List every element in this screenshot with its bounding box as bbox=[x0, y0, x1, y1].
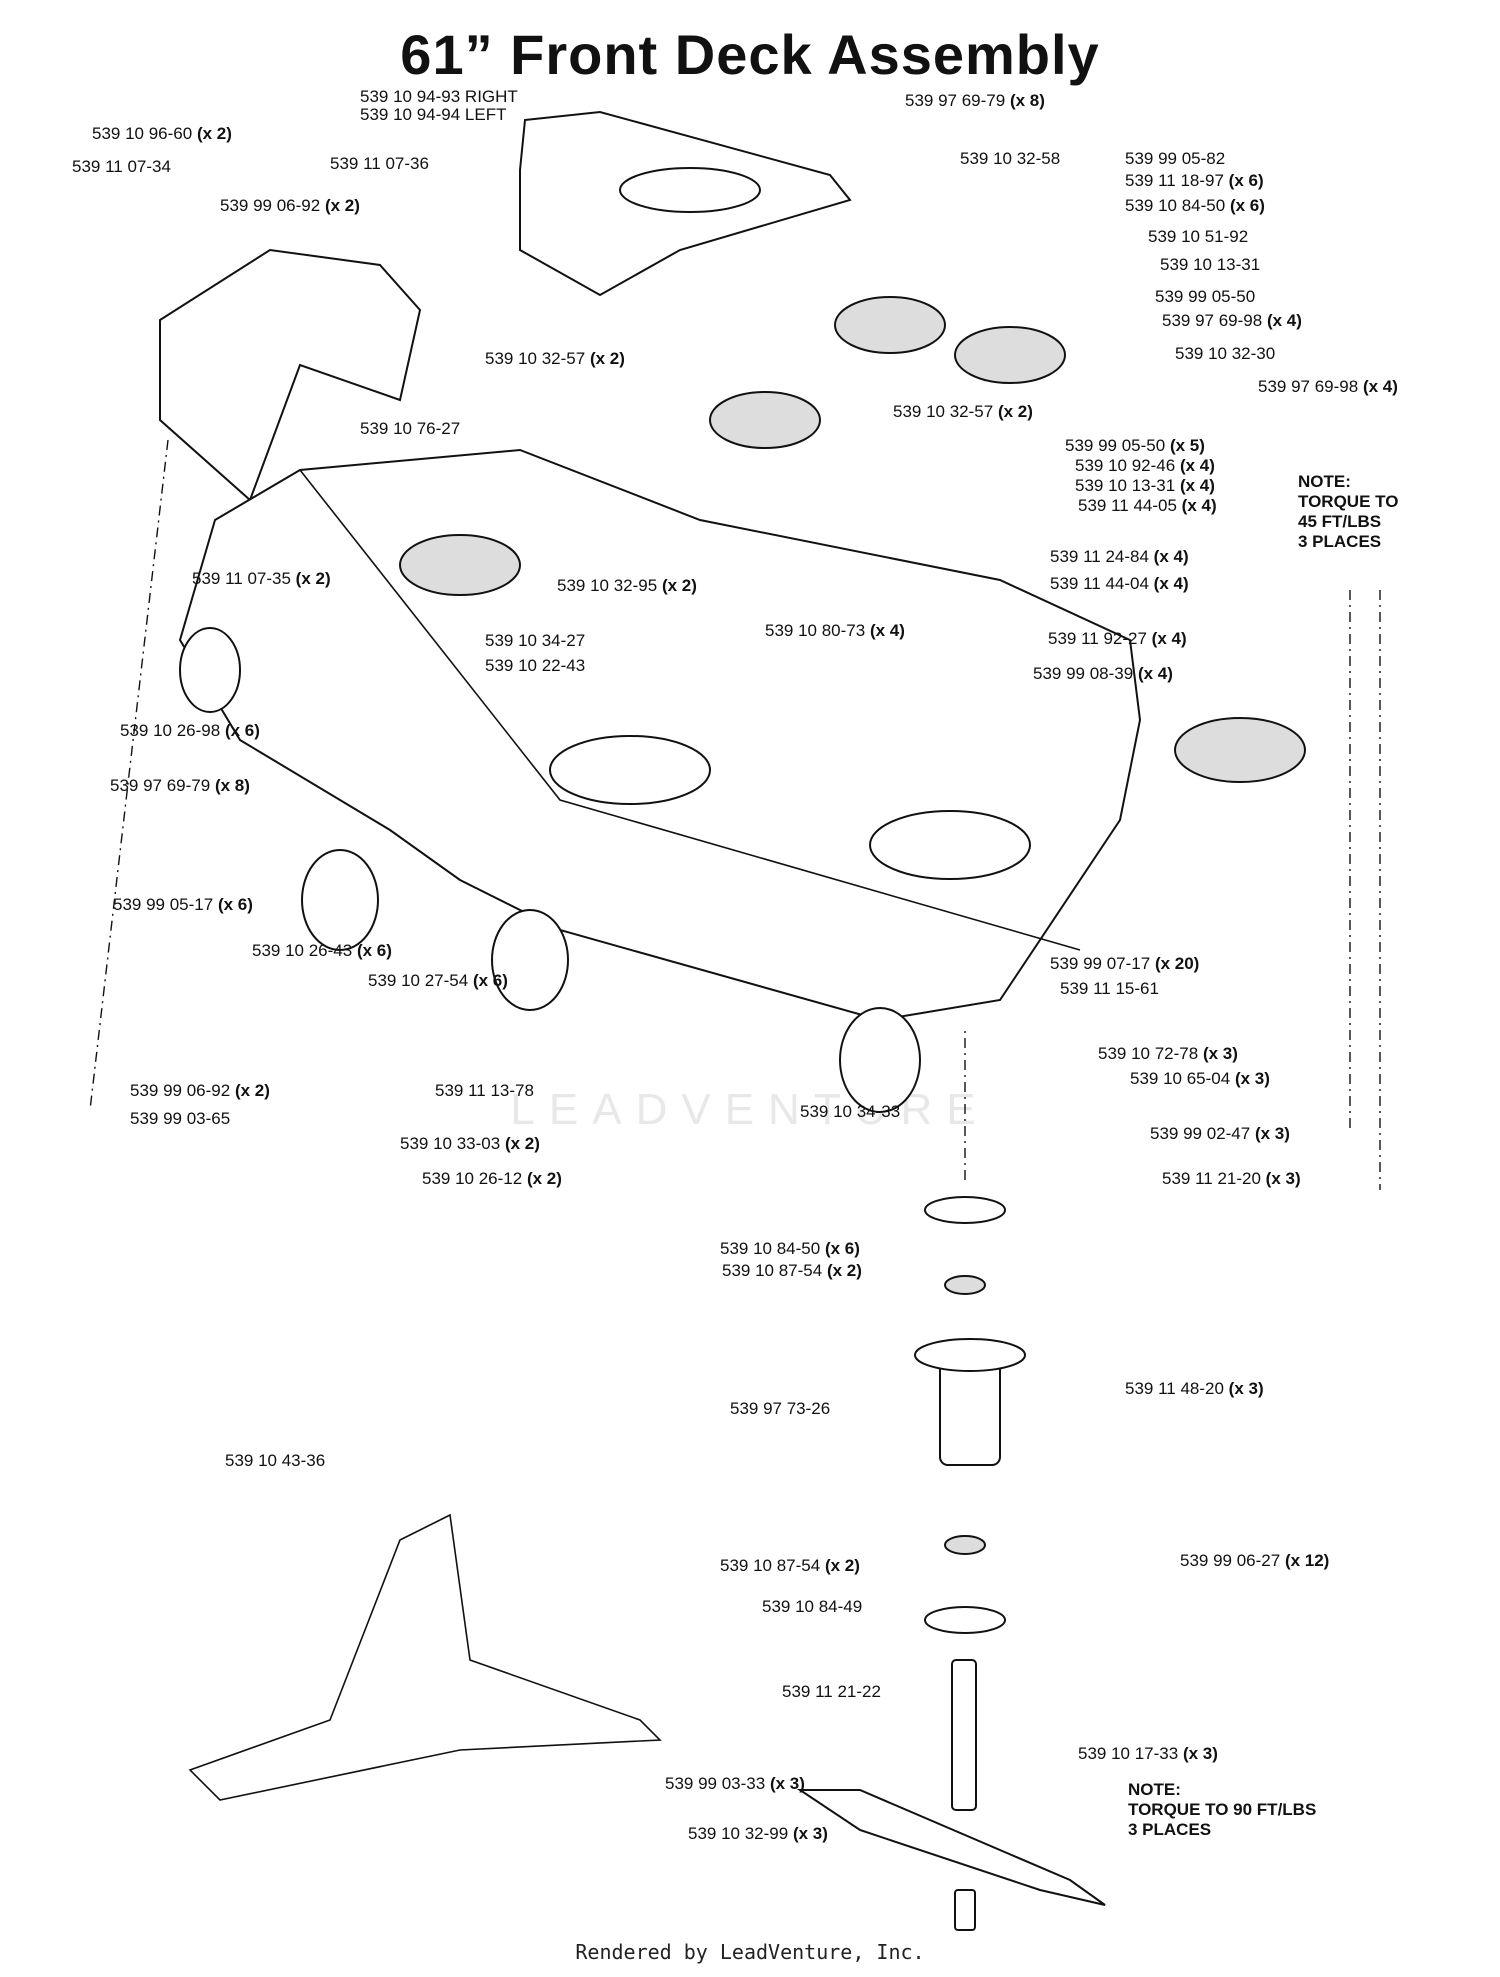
label-539-10-26-98: 539 10 26-98 (x 6) bbox=[120, 721, 260, 740]
deck-spindle-hole-right bbox=[869, 810, 1031, 880]
gauge-wheel-left bbox=[179, 627, 241, 713]
label-539-10-65-04: 539 10 65-04 (x 3) bbox=[1130, 1069, 1270, 1088]
note-torque-45: NOTE: TORQUE TO 45 FT/LBS 3 PLACES bbox=[1298, 472, 1399, 551]
spindle-bearing-upper bbox=[944, 1275, 986, 1295]
blade-bolt bbox=[954, 1889, 976, 1931]
label-539-10-87-54-lower: 539 10 87-54 (x 2) bbox=[720, 1556, 860, 1575]
label-539-10-84-49: 539 10 84-49 bbox=[762, 1597, 863, 1616]
label-539-11-15-61: 539 11 15-61 bbox=[1060, 979, 1159, 998]
deck-spindle-hole-left bbox=[549, 735, 711, 805]
baffle-cover-hole bbox=[619, 167, 761, 213]
spindle-shaft bbox=[951, 1659, 977, 1811]
label-539-11-18-97: 539 11 18-97 (x 6) bbox=[1125, 171, 1264, 190]
gauge-wheel-front-left bbox=[301, 849, 379, 951]
label-539-10-34-27: 539 10 34-27 bbox=[485, 631, 586, 650]
label-539-10-27-54: 539 10 27-54 (x 6) bbox=[368, 971, 508, 990]
label-539-99-08-39: 539 99 08-39 (x 4) bbox=[1033, 664, 1173, 683]
spindle-housing-flange bbox=[914, 1338, 1026, 1372]
label-539-10-84-50-top: 539 10 84-50 (x 6) bbox=[1125, 196, 1265, 215]
label-539-10-32-57-right: 539 10 32-57 (x 2) bbox=[893, 402, 1033, 421]
label-539-11-44-05: 539 11 44-05 (x 4) bbox=[1078, 496, 1217, 515]
label-539-10-32-30: 539 10 32-30 bbox=[1175, 344, 1276, 363]
label-539-99-06-92-top: 539 99 06-92 (x 2) bbox=[220, 196, 360, 215]
label-539-99-05-50-x5: 539 99 05-50 (x 5) bbox=[1065, 436, 1205, 455]
deck-top-edge bbox=[299, 469, 1081, 951]
label-539-10-80-73: 539 10 80-73 (x 4) bbox=[765, 621, 905, 640]
label-539-10-22-43: 539 10 22-43 bbox=[485, 656, 586, 675]
mower-deck-shell bbox=[178, 448, 1142, 1022]
label-539-10-17-33: 539 10 17-33 (x 3) bbox=[1078, 1744, 1218, 1763]
label-539-10-94-93: 539 10 94-93 RIGHT bbox=[360, 87, 518, 106]
label-539-99-07-17: 539 99 07-17 (x 20) bbox=[1050, 954, 1200, 973]
label-539-97-69-79-top: 539 97 69-79 (x 8) bbox=[905, 91, 1045, 110]
label-539-99-05-82: 539 99 05-82 bbox=[1125, 149, 1226, 168]
label-539-11-24-84: 539 11 24-84 (x 4) bbox=[1050, 547, 1189, 566]
label-539-99-03-33: 539 99 03-33 (x 3) bbox=[665, 1774, 805, 1793]
label-539-10-51-92: 539 10 51-92 bbox=[1148, 227, 1249, 246]
gauge-wheel-front-right bbox=[839, 1007, 921, 1113]
spindle-pulley-right bbox=[1174, 717, 1306, 783]
label-539-10-33-03: 539 10 33-03 (x 2) bbox=[400, 1134, 540, 1153]
drive-belt bbox=[188, 1513, 662, 1801]
label-539-10-26-43: 539 10 26-43 (x 6) bbox=[252, 941, 392, 960]
label-539-11-48-20: 539 11 48-20 (x 3) bbox=[1125, 1379, 1264, 1398]
label-539-99-05-17: 539 99 05-17 (x 6) bbox=[113, 895, 253, 914]
label-539-10-13-31-top: 539 10 13-31 bbox=[1160, 255, 1261, 274]
gauge-wheel-front-center bbox=[491, 909, 569, 1011]
diagram-title: 61” Front Deck Assembly bbox=[400, 23, 1100, 86]
label-539-10-32-57-left: 539 10 32-57 (x 2) bbox=[485, 349, 625, 368]
label-539-10-94-94: 539 10 94-94 LEFT bbox=[360, 105, 507, 124]
label-539-99-03-65: 539 99 03-65 bbox=[130, 1109, 231, 1128]
label-539-10-43-36: 539 10 43-36 bbox=[225, 1451, 326, 1470]
idler-pulley-left bbox=[399, 534, 521, 596]
label-539-11-21-20: 539 11 21-20 (x 3) bbox=[1162, 1169, 1301, 1188]
mower-blade bbox=[796, 1789, 1106, 1906]
label-539-11-21-22: 539 11 21-22 bbox=[782, 1682, 881, 1701]
label-539-11-44-04: 539 11 44-04 (x 4) bbox=[1050, 574, 1189, 593]
leader-line-discharge-rod bbox=[89, 439, 169, 1111]
label-539-97-69-98-right: 539 97 69-98 (x 4) bbox=[1258, 377, 1398, 396]
spindle-bearing-lower bbox=[944, 1535, 986, 1555]
spindle-bottom-washer bbox=[924, 1606, 1006, 1634]
label-539-10-32-95: 539 10 32-95 (x 2) bbox=[557, 576, 697, 595]
label-539-99-06-27: 539 99 06-27 (x 12) bbox=[1180, 1551, 1330, 1570]
label-539-11-92-27: 539 11 92-27 (x 4) bbox=[1048, 629, 1187, 648]
idler-pulley-top-right bbox=[954, 326, 1066, 384]
label-539-10-72-78: 539 10 72-78 (x 3) bbox=[1098, 1044, 1238, 1063]
footer-credit: Rendered by LeadVenture, Inc. bbox=[575, 1940, 925, 1964]
label-539-97-69-79-left: 539 97 69-79 (x 8) bbox=[110, 776, 250, 795]
label-539-10-76-27: 539 10 76-27 bbox=[360, 419, 461, 438]
label-539-10-87-54-upper: 539 10 87-54 (x 2) bbox=[722, 1261, 862, 1280]
label-539-97-69-98-upper: 539 97 69-98 (x 4) bbox=[1162, 311, 1302, 330]
label-539-10-26-12: 539 10 26-12 (x 2) bbox=[422, 1169, 562, 1188]
label-539-10-32-99: 539 10 32-99 (x 3) bbox=[688, 1824, 828, 1843]
note-torque-90: NOTE: TORQUE TO 90 FT/LBS 3 PLACES bbox=[1128, 1780, 1317, 1839]
label-539-10-13-31-x4: 539 10 13-31 (x 4) bbox=[1075, 476, 1215, 495]
label-539-11-07-36: 539 11 07-36 bbox=[330, 154, 429, 173]
label-539-10-84-50-spindle: 539 10 84-50 (x 6) bbox=[720, 1239, 860, 1258]
label-539-10-96-60: 539 10 96-60 (x 2) bbox=[92, 124, 232, 143]
label-539-99-06-92-bottom: 539 99 06-92 (x 2) bbox=[130, 1081, 270, 1100]
label-539-11-13-78: 539 11 13-78 bbox=[435, 1081, 534, 1100]
label-539-11-07-34: 539 11 07-34 bbox=[72, 157, 171, 176]
label-539-10-92-46: 539 10 92-46 (x 4) bbox=[1075, 456, 1215, 475]
label-539-99-02-47: 539 99 02-47 (x 3) bbox=[1150, 1124, 1290, 1143]
label-539-97-73-26: 539 97 73-26 bbox=[730, 1399, 831, 1418]
idler-pulley-top-left bbox=[834, 296, 946, 354]
label-539-10-32-58: 539 10 32-58 bbox=[960, 149, 1061, 168]
idler-pulley-center bbox=[709, 391, 821, 449]
label-539-99-05-50-top: 539 99 05-50 bbox=[1155, 287, 1256, 306]
discharge-chute bbox=[159, 248, 422, 502]
spindle-top-washer bbox=[924, 1196, 1006, 1224]
label-539-11-07-35: 539 11 07-35 (x 2) bbox=[192, 569, 331, 588]
label-539-10-34-33: 539 10 34-33 bbox=[800, 1102, 901, 1121]
